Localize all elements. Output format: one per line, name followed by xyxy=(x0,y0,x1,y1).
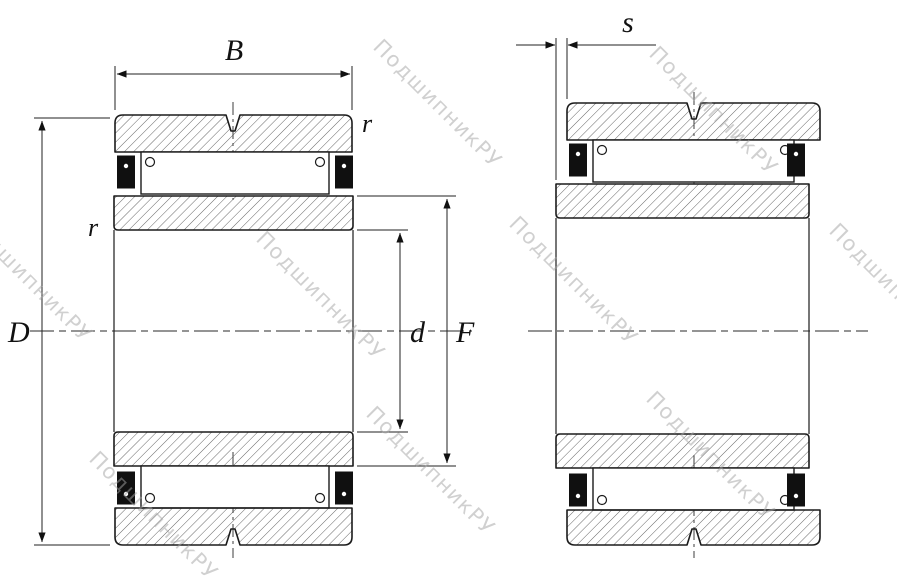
right-inner-ring-top-section xyxy=(555,183,810,219)
right-dimensions: s xyxy=(516,6,656,180)
left-dimensions: B D d F r r xyxy=(7,34,475,546)
left-needle-roller-bottom xyxy=(140,465,330,509)
dim-label-r-inner: r xyxy=(88,213,99,242)
right-cage-rivet-bottom-left-icon xyxy=(596,494,608,506)
right-seal-dot-bottom-right-icon xyxy=(793,493,799,499)
right-seal-dot-top-right-icon xyxy=(793,151,799,157)
right-cage-rivet-top-left-icon xyxy=(596,144,608,156)
dim-label-d: d xyxy=(410,316,426,349)
left-bearing-view xyxy=(30,102,472,558)
left-seal-dot-top-left-icon xyxy=(123,163,129,169)
dim-label-D: D xyxy=(7,316,30,349)
left-outer-ring-top-section xyxy=(114,114,353,153)
right-bearing-view xyxy=(528,92,868,558)
dim-label-r-outer: r xyxy=(362,109,373,138)
left-seal-top-right xyxy=(335,155,353,189)
left-seal-top-left xyxy=(117,155,135,189)
left-cage-rivet-bottom-left-icon xyxy=(144,492,156,504)
left-inner-ring-top-section xyxy=(113,195,354,231)
left-cage-rivet-top-right-icon xyxy=(314,156,326,168)
right-seal-top-right xyxy=(787,143,805,177)
right-outer-ring-top-section xyxy=(566,102,821,141)
left-seal-bottom-left xyxy=(117,471,135,505)
right-inner-ring-bottom-section xyxy=(555,433,810,469)
left-seal-dot-bottom-right-icon xyxy=(341,491,347,497)
left-seal-dot-top-right-icon xyxy=(341,163,347,169)
left-needle-roller-top xyxy=(140,151,330,195)
left-seal-dot-bottom-left-icon xyxy=(123,491,129,497)
right-needle-roller-bottom xyxy=(592,467,795,511)
left-seal-bottom-right xyxy=(335,471,353,505)
dim-label-F: F xyxy=(455,316,475,349)
right-seal-top-left xyxy=(569,143,587,177)
dim-label-B: B xyxy=(225,34,243,67)
left-outer-ring-bottom-section xyxy=(114,507,353,546)
left-cage-rivet-top-left-icon xyxy=(144,156,156,168)
left-cage-rivet-bottom-right-icon xyxy=(314,492,326,504)
right-seal-bottom-right xyxy=(787,473,805,507)
dim-label-s: s xyxy=(622,6,634,39)
right-outer-ring-bottom-section xyxy=(566,509,821,546)
left-inner-ring-bottom-section xyxy=(113,431,354,467)
right-seal-dot-top-left-icon xyxy=(575,151,581,157)
right-seal-bottom-left xyxy=(569,473,587,507)
right-needle-roller-top xyxy=(592,139,795,183)
right-seal-dot-bottom-left-icon xyxy=(575,493,581,499)
